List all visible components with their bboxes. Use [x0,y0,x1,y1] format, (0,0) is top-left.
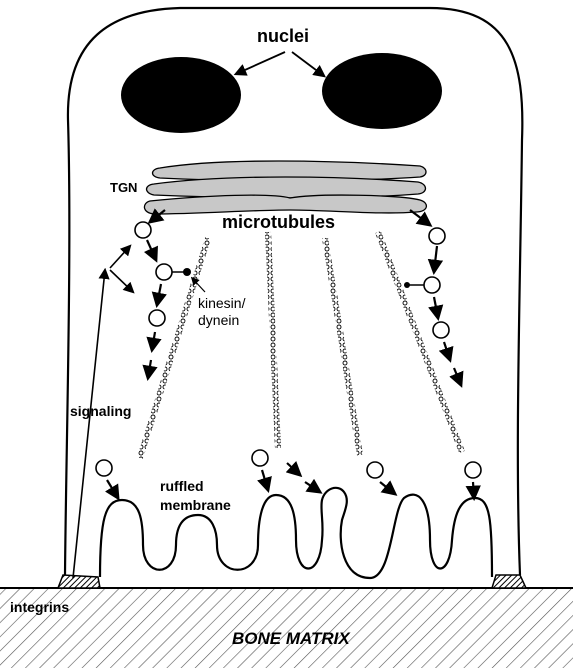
arrow [262,470,268,490]
microtubule-2 [268,232,278,448]
arrow [380,482,395,494]
vesicle [424,277,440,293]
microtubules-label: microtubules [222,212,335,232]
bone-matrix-label: BONE MATRIX [232,629,351,648]
vesicle [429,228,445,244]
microtubule-3 [325,238,360,455]
signaling-arrow-long [73,270,105,578]
kinesin-dynein-label-line1: kinesin/ [198,295,246,311]
vesicle [252,450,268,466]
trans-golgi-network: TGN [110,161,426,214]
integrin-patch-left [58,575,100,588]
tgn-label: TGN [110,180,137,195]
tgn-cisterna-2 [147,177,426,198]
vesicle [149,310,165,326]
arrow [287,463,300,475]
arrow [434,246,437,272]
signaling-arrow-right [110,270,133,292]
motor-protein-left [183,268,191,276]
integrins-label: integrins [10,599,69,615]
arrow [454,368,461,385]
kinesin-dynein-label-line2: dynein [198,312,239,328]
microtubule-1 [140,238,208,458]
arrow [473,482,474,498]
arrow [434,297,438,318]
vesicle [465,462,481,478]
vesicle [367,462,383,478]
arrow [305,482,320,492]
arrow [444,342,450,360]
ruffled-membrane-label-line2: membrane [160,497,231,513]
nuclei-arrow-left [236,52,285,74]
vesicle [433,322,449,338]
microtubule-4 [378,232,462,452]
ruffled-membrane-label-line1: ruffled [160,478,204,494]
arrow [147,240,156,260]
signaling-label: signaling [70,403,131,419]
integrin-patch-right [492,575,526,588]
transport-arrows [107,210,474,498]
vesicle [96,460,112,476]
ruffled-membrane [100,488,492,578]
arrow [157,284,161,305]
vesicle [135,222,151,238]
nuclei-label: nuclei [257,26,309,46]
arrow [152,332,155,350]
bone-matrix-hatch [0,588,573,668]
microtubules [140,232,462,458]
nucleus-right [322,53,442,129]
arrow [148,360,151,378]
bone-matrix: integrins BONE MATRIX [0,588,573,668]
arrow [107,480,118,498]
vesicle [156,264,172,280]
signaling-arrow-up [110,246,130,268]
nuclei-arrow-right [292,52,324,76]
nucleus-left [121,57,241,133]
